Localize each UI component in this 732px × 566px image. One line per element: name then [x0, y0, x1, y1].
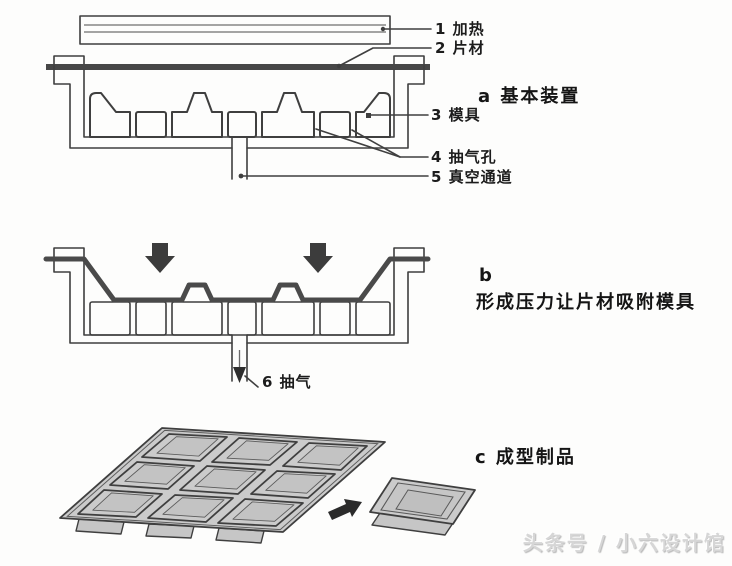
transfer-arrow [328, 499, 362, 520]
callout-leaders-a [238, 26, 432, 179]
formed-sheet [43, 256, 431, 303]
callout-mold-label: 3 模具 [431, 106, 481, 124]
single-tray [369, 477, 476, 536]
press-arrow-left [145, 243, 175, 273]
vacuum-box [53, 64, 425, 180]
callout-heating-label: 1 加热 [435, 20, 485, 38]
diagram-b-letter: b [479, 265, 494, 286]
mold-cells-b [89, 301, 391, 336]
formed-tray-sheet [59, 427, 386, 544]
plastic-sheet [46, 64, 430, 70]
callout-leader-6 [244, 375, 259, 388]
diagram-a-caption: a 基本装置 [478, 86, 581, 107]
mold [89, 92, 391, 138]
heater-panel [79, 15, 391, 45]
right-flange-tab [393, 55, 425, 66]
watermark: 头条号 / 小六设计馆 [522, 531, 726, 555]
press-arrow-right [303, 243, 333, 273]
evacuate-arrow [233, 350, 246, 383]
callout-vacuum-channel-label: 5 真空通道 [431, 168, 513, 186]
diagram-c-caption: c 成型制品 [475, 447, 576, 468]
callout-evacuate-label: 6 抽气 [262, 373, 312, 391]
callout-vent-holes-label: 4 抽气孔 [431, 148, 497, 166]
diagram-b-forming [43, 243, 431, 388]
diagram-a-apparatus [46, 15, 432, 180]
callout-sheet-label: 2 片材 [435, 39, 485, 57]
diagram-b-caption: 形成压力让片材吸附模具 [476, 292, 696, 313]
diagram-c-product [59, 427, 476, 544]
left-flange-tab [53, 55, 85, 66]
